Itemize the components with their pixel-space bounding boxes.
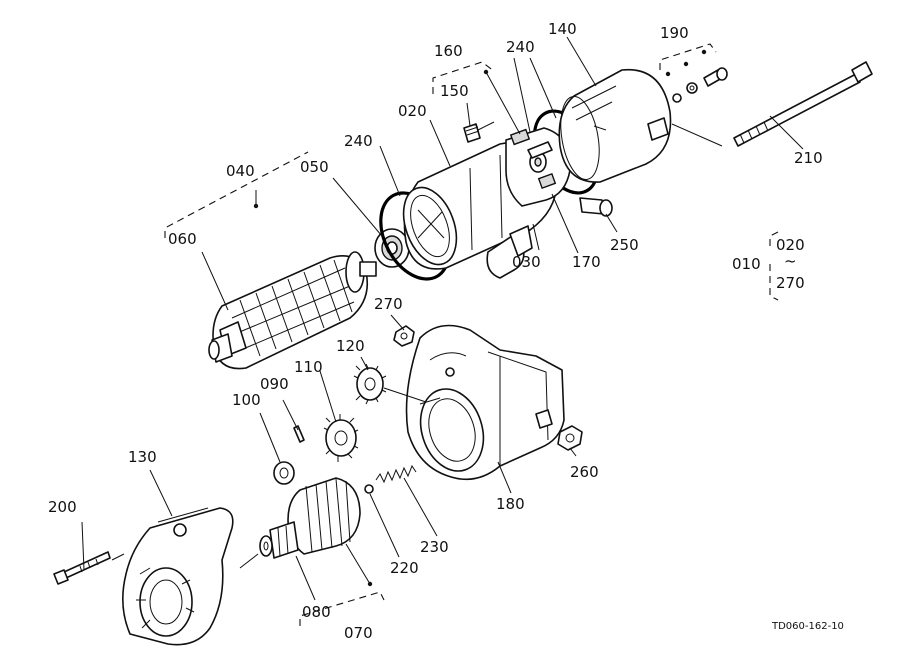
screw-set-190 (672, 67, 728, 103)
brush-holder-160 (505, 127, 571, 207)
nut-270 (393, 325, 415, 347)
ball-220 (364, 484, 374, 494)
bolt-200 (53, 551, 111, 585)
label-050: 050 (300, 158, 329, 176)
label-170: 170 (572, 253, 601, 271)
armature-060 (208, 251, 377, 370)
label-240-rear: 240 (506, 38, 535, 56)
label-150: 150 (440, 82, 469, 100)
label-160: 160 (434, 42, 463, 60)
label-240-front: 240 (344, 132, 373, 150)
label-080: 080 (302, 603, 331, 621)
label-110: 110 (294, 358, 323, 376)
label-220: 220 (390, 559, 419, 577)
label-060: 060 (168, 230, 197, 248)
range-tilde: ~ (784, 252, 797, 270)
spring-150 (463, 121, 495, 143)
label-120: 120 (336, 337, 365, 355)
label-010: 010 (732, 255, 761, 273)
retainer-100 (273, 461, 295, 485)
clutch-070 (259, 477, 361, 559)
pin-090 (293, 425, 305, 443)
gear-120 (353, 363, 427, 405)
label-020-range: 020 (776, 236, 805, 254)
drawing-code: TD060-162-10 (771, 621, 844, 632)
drive-housing-180 (405, 324, 565, 481)
label-070: 070 (344, 624, 373, 642)
part-labels: 040 050 060 240 020 150 160 240 140 190 … (48, 20, 823, 642)
label-140: 140 (548, 20, 577, 38)
label-270: 270 (374, 295, 403, 313)
bearing-050 (374, 228, 410, 268)
spring-230 (375, 464, 417, 484)
nut-260 (557, 425, 583, 451)
label-040: 040 (226, 162, 255, 180)
label-090: 090 (260, 375, 289, 393)
label-260: 260 (570, 463, 599, 481)
assembly-center-lines (111, 123, 723, 569)
label-030: 030 (512, 253, 541, 271)
leader-lines (81, 36, 804, 601)
label-230: 230 (420, 538, 449, 556)
gear-110 (323, 414, 359, 462)
terminal-250 (579, 197, 613, 217)
group-dots (253, 49, 707, 587)
label-210: 210 (794, 149, 823, 167)
rear-cover-140 (558, 68, 672, 183)
label-200: 200 (48, 498, 77, 516)
label-270-range: 270 (776, 274, 805, 292)
label-250: 250 (610, 236, 639, 254)
label-180: 180 (496, 495, 525, 513)
label-100: 100 (232, 391, 261, 409)
label-020: 020 (398, 102, 427, 120)
through-bolt-210 (733, 61, 873, 147)
label-130: 130 (128, 448, 157, 466)
group-brackets (164, 43, 779, 626)
front-bracket-130 (122, 507, 234, 646)
yoke-020 (402, 141, 558, 279)
label-190: 190 (660, 24, 689, 42)
